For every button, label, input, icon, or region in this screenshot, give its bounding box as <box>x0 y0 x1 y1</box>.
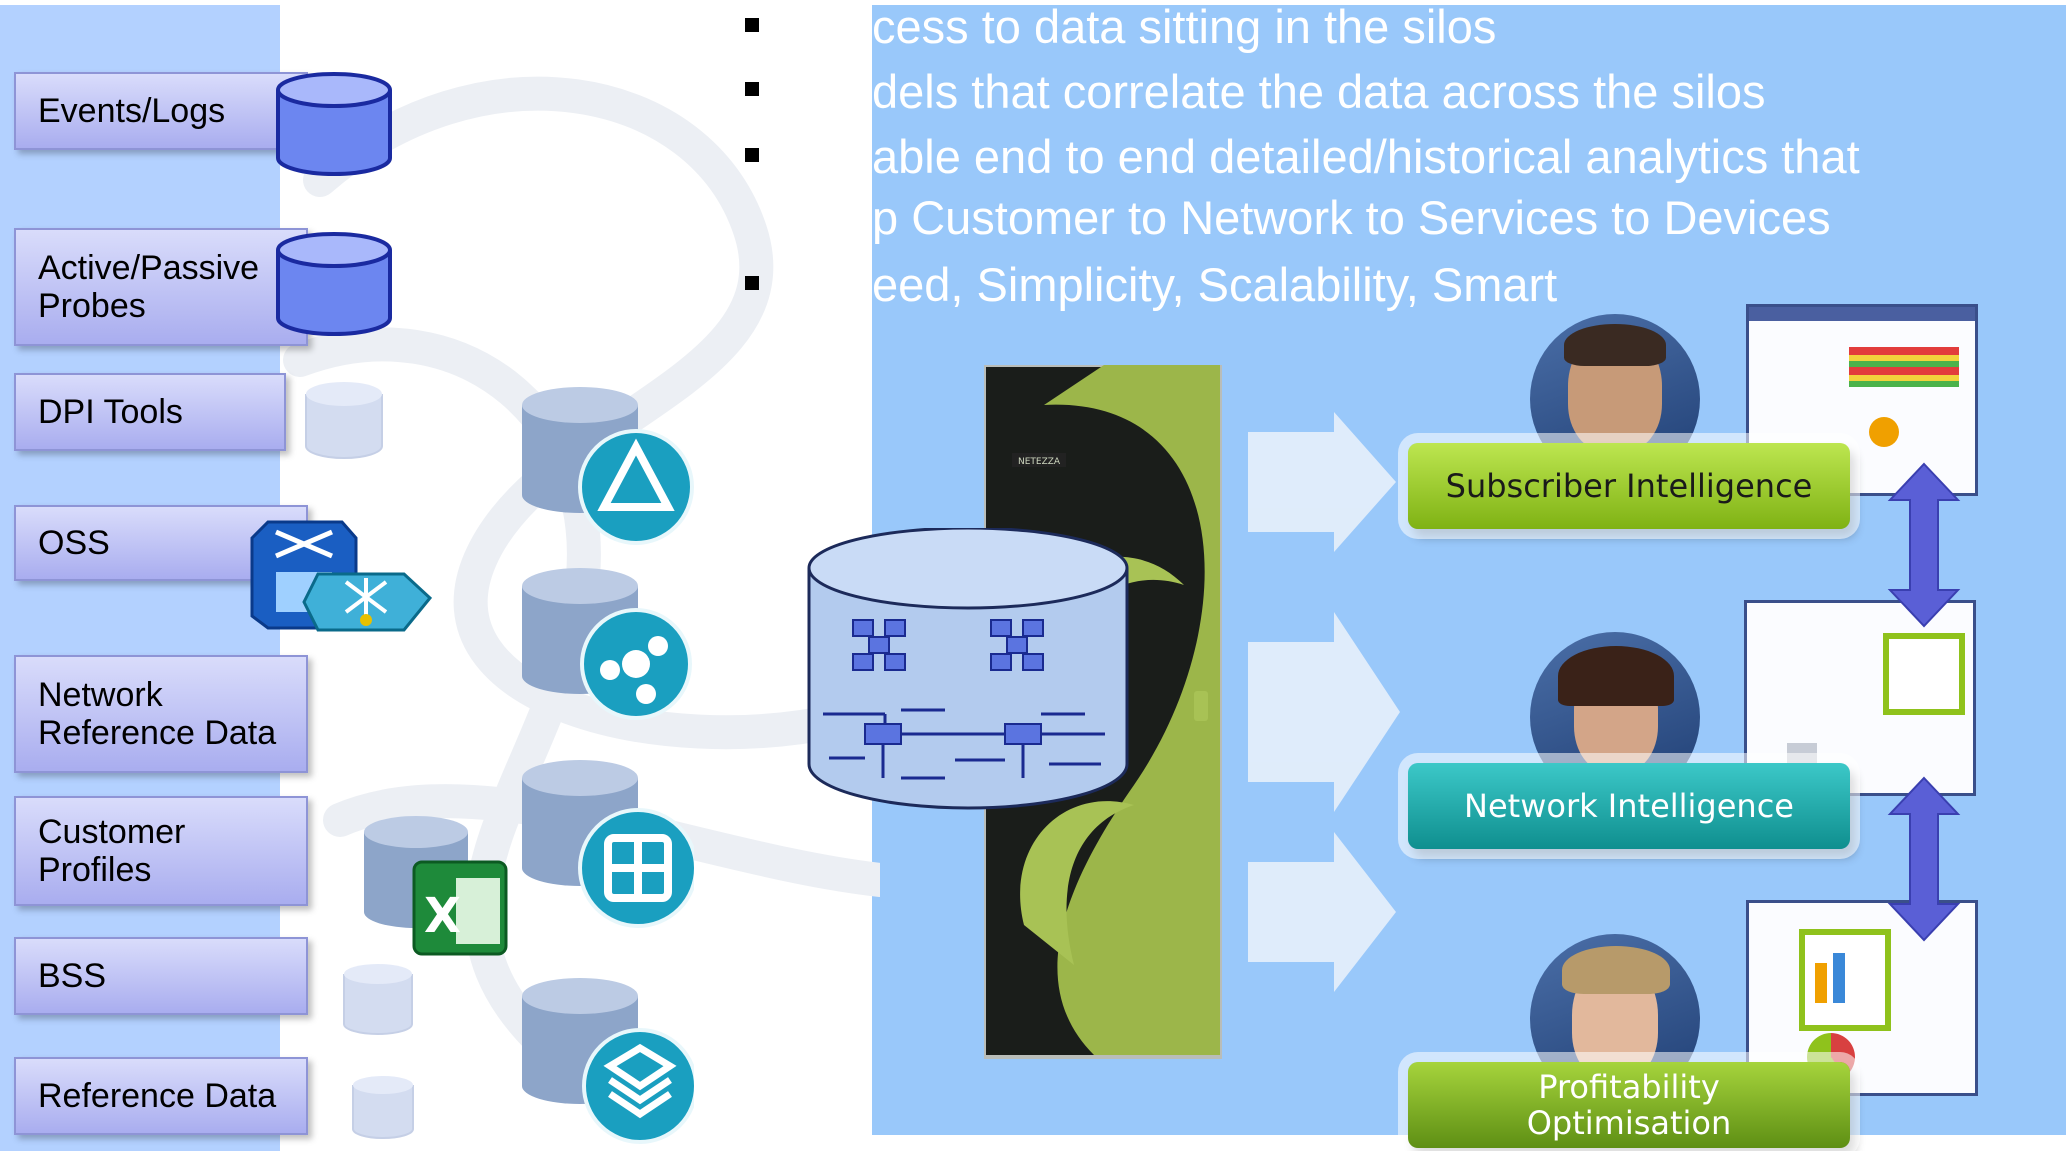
source-label: DPI Tools <box>38 393 183 431</box>
appliance-brand: NETEZZA <box>1018 457 1061 467</box>
bullet-marker-1 <box>745 18 759 32</box>
grid-app-icon <box>522 760 694 928</box>
source-label: BSS <box>38 957 107 995</box>
reference-database-icon <box>352 1076 414 1139</box>
source-network-reference-data: Network Reference Data <box>14 655 308 773</box>
bullet-text-5: eed, Simplicity, Scalability, Smart <box>872 258 1558 311</box>
layers-app-icon <box>522 978 694 1144</box>
profitability-optimisation-pill: Profitability Optimisation <box>1408 1062 1850 1148</box>
source-bss: BSS <box>14 937 308 1015</box>
source-label: Active/Passive Probes <box>38 249 260 325</box>
source-active-passive-probes: Active/Passive Probes <box>14 228 308 346</box>
bullet-marker-2 <box>745 82 759 96</box>
bss-database-icon <box>343 964 413 1035</box>
bullet-text-3: able end to end detailed/historical anal… <box>872 130 1860 183</box>
pill-label: Subscriber Intelligence <box>1445 467 1813 505</box>
source-customer-profiles: Customer Profiles <box>14 796 308 906</box>
dpi-database-icon <box>305 382 383 459</box>
flower-app-icon <box>522 568 692 720</box>
source-dpi-tools: DPI Tools <box>14 373 286 451</box>
bullet-text-4: p Customer to Network to Services to Dev… <box>872 191 1831 244</box>
source-reference-data: Reference Data <box>14 1057 308 1135</box>
source-label: Network Reference Data <box>38 676 277 752</box>
pill-label: Network Intelligence <box>1464 787 1794 825</box>
data-warehouse-cylinder <box>807 528 1129 810</box>
dashboard-panel-1 <box>1746 304 1978 496</box>
source-events-logs: Events/Logs <box>14 72 308 150</box>
output-arrows <box>1248 412 1400 992</box>
network-intelligence-pill: Network Intelligence <box>1408 763 1850 849</box>
source-label: Customer Profiles <box>38 813 186 889</box>
bullet-text-1: cess to data sitting in the silos <box>872 0 1497 53</box>
source-label: OSS <box>38 524 110 562</box>
source-label: Events/Logs <box>38 92 226 130</box>
double-arrow-connectors <box>1887 462 1961 942</box>
svg-text:X: X <box>424 888 461 944</box>
bullet-marker-4 <box>745 276 759 290</box>
triangle-app-icon <box>522 387 694 545</box>
network-router-icon <box>250 520 433 632</box>
events-database-icon <box>276 72 392 176</box>
dashboard-panel-2 <box>1744 600 1976 796</box>
excel-icon: X <box>364 816 508 956</box>
bullet-marker-3 <box>745 148 759 162</box>
subscriber-intelligence-pill: Subscriber Intelligence <box>1408 443 1850 529</box>
source-label: Reference Data <box>38 1077 277 1115</box>
probes-database-icon <box>276 232 392 336</box>
pill-label: Profitability Optimisation <box>1526 1068 1732 1142</box>
bullet-text-2: dels that correlate the data across the … <box>872 65 1766 118</box>
